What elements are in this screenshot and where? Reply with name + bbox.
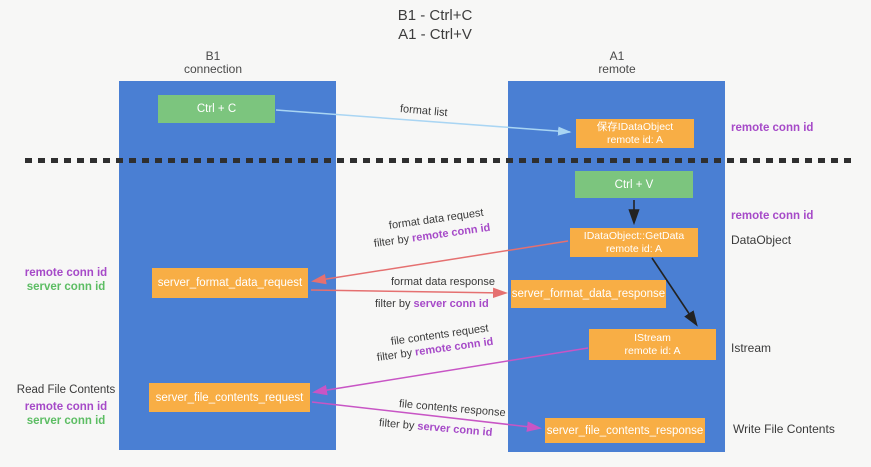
format-list-label: format list	[399, 103, 449, 120]
save-dataobject-line2: remote id: A	[606, 133, 664, 146]
istream-line1: IStream	[634, 331, 671, 344]
server-format-data-request-box: server_format_data_request	[152, 268, 308, 298]
filter-prefix: filter by	[378, 417, 418, 433]
server-file-contents-request-box: server_file_contents_request	[149, 383, 310, 412]
server-file-contents-request-label: server_file_contents_request	[155, 391, 304, 404]
server-format-data-response-box: server_format_data_response	[511, 280, 666, 308]
save-dataobject-box: 保存IDataObject remote id: A	[576, 119, 694, 148]
annotation-format-conn-ids: remote conn id server conn id	[16, 266, 116, 294]
format-data-response-filter-label: filter by server conn id	[375, 298, 489, 310]
format-data-response-label: format data response	[391, 276, 495, 288]
save-dataobject-line1: 保存IDataObject	[596, 120, 674, 133]
lifeline-b1-name: B1	[205, 49, 221, 63]
ctrl-c-box: Ctrl + C	[158, 95, 275, 123]
filter-key: server conn id	[413, 298, 489, 310]
diagram-title: B1 - Ctrl+C A1 - Ctrl+V	[345, 6, 525, 44]
lifeline-a1-header: A1 remote	[557, 50, 677, 76]
annotation-dataobject: DataObject	[731, 233, 792, 247]
istream-box: IStream remote id: A	[589, 329, 716, 360]
title-line-1: B1 - Ctrl+C	[397, 7, 473, 24]
istream-line2: remote id: A	[624, 344, 681, 357]
filter-prefix: filter by	[375, 298, 414, 310]
lifeline-b1-role: connection	[183, 62, 243, 76]
lifeline-a1-role: remote	[598, 62, 636, 76]
annotation-write-file-contents: Write File Contents	[733, 422, 835, 436]
separator-dashed-line	[25, 158, 851, 163]
title-line-2: A1 - Ctrl+V	[398, 26, 472, 43]
server-file-contents-response-label: server_file_contents_response	[546, 424, 704, 437]
server-file-contents-response-box: server_file_contents_response	[545, 418, 705, 443]
filter-prefix: filter by	[376, 346, 416, 364]
getdata-box: IDataObject::GetData remote id: A	[570, 228, 698, 257]
getdata-line1: IDataObject::GetData	[583, 229, 685, 242]
ctrl-v-box: Ctrl + V	[575, 171, 693, 198]
filter-prefix: filter by	[373, 232, 413, 250]
lifeline-a1-name: A1	[609, 49, 625, 63]
getdata-line2: remote id: A	[605, 242, 663, 255]
annotation-server-conn-id-left: server conn id	[26, 281, 106, 293]
annotation-remote-conn-id-top: remote conn id	[731, 122, 814, 134]
server-format-data-request-label: server_format_data_request	[157, 277, 303, 289]
ctrl-c-label: Ctrl + C	[196, 103, 237, 115]
annotation-remote-conn-id-mid: remote conn id	[731, 210, 814, 222]
annotation-istream: Istream	[731, 341, 772, 355]
annotation-remote-conn-id-left: remote conn id	[24, 267, 108, 279]
lifeline-b1-header: B1 connection	[153, 50, 273, 76]
filter-key: server conn id	[416, 420, 493, 439]
annotation-server-conn-id-left2: server conn id	[26, 415, 106, 427]
annotation-read-file-contents: Read File Contents	[16, 384, 116, 396]
ctrl-v-label: Ctrl + V	[614, 178, 654, 191]
annotation-remote-conn-id-left2: remote conn id	[24, 401, 108, 413]
server-format-data-response-label: server_format_data_response	[511, 288, 666, 300]
format-data-response-arrow	[310, 287, 508, 299]
annotation-read-file-block: Read File Contents remote conn id server…	[16, 383, 116, 428]
file-contents-response-label: file contents response	[398, 398, 507, 420]
file-contents-response-filter-label: filter by server conn id	[378, 417, 492, 439]
